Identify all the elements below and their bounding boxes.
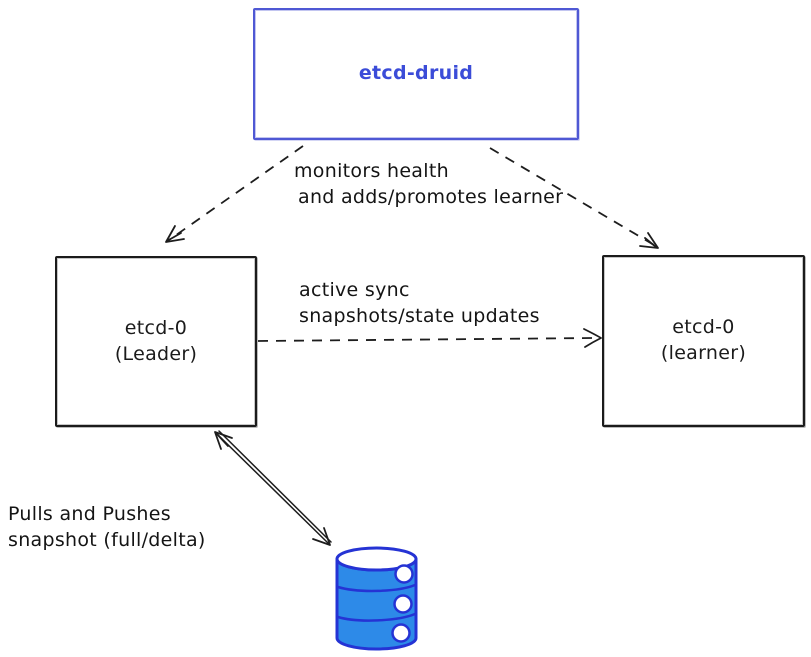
- snapshot-arrow: [214, 430, 332, 546]
- monitor-arrow-label: monitors health and adds/promotes learne…: [294, 158, 563, 210]
- node-etcd-leader: etcd-0 (Leader): [55, 256, 257, 427]
- snapshot-arrow-label: Pulls and Pushes snapshot (full/delta): [8, 501, 206, 553]
- snapshot-arrow-label-line2: snapshot (full/delta): [8, 529, 206, 551]
- node-etcd-learner: etcd-0 (learner): [602, 255, 805, 427]
- monitor-arrow-label-line1: monitors health: [294, 160, 449, 182]
- database-icon: [335, 546, 418, 651]
- node-etcd-learner-name: etcd-0: [672, 316, 735, 339]
- snapshot-arrow-label-line1: Pulls and Pushes: [8, 503, 171, 525]
- node-etcd-leader-name: etcd-0: [124, 316, 188, 339]
- node-etcd-learner-role: (learner): [660, 342, 747, 364]
- sync-arrow-label: active sync snapshots/state updates: [299, 277, 540, 329]
- node-etcd-leader-role: (Leader): [114, 342, 198, 365]
- monitor-leader-arrow: [165, 145, 304, 243]
- sync-arrow-label-line1: active sync: [299, 279, 410, 301]
- node-etcd-druid: etcd-druid: [253, 8, 579, 140]
- node-etcd-druid-label: etcd-druid: [358, 62, 474, 85]
- monitor-arrow-label-line2: and adds/promotes learner: [298, 186, 564, 208]
- sync-arrow-label-line2: snapshots/state updates: [299, 305, 540, 327]
- monitor-learner-arrow: [489, 147, 659, 249]
- sync-arrow: [257, 328, 602, 348]
